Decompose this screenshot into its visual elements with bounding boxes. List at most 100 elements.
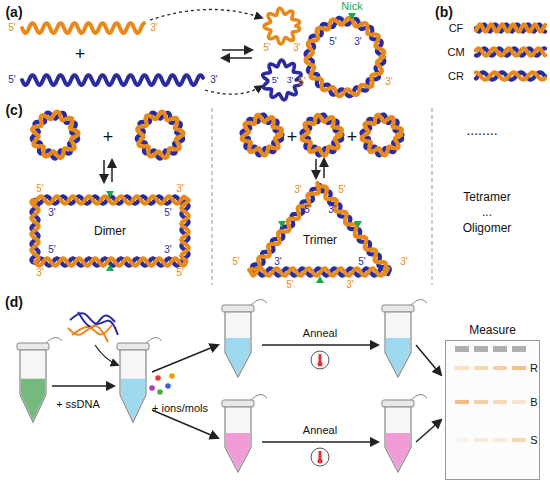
dna-strand [476,72,545,79]
step-label: Anneal [303,328,337,339]
molecule-dot [155,375,161,381]
strand-end-label: 3' [274,257,281,267]
plus-sign: + [347,128,358,146]
strand-end-label: 3' [48,208,55,218]
transition-arrow [205,86,262,94]
band-label: S [530,435,537,446]
strand-end-label: 5' [8,75,15,85]
panel-letter: (a) [5,5,22,19]
molecule-dot [157,389,163,395]
strand-end-label: 5' [8,23,15,33]
gel-panel: Measure [445,340,540,480]
strand-end-label: 5' [286,280,293,290]
dna-strand [31,196,188,265]
strand-end-label: 3' [328,205,335,215]
step-label: + ions/mols [152,403,208,414]
assembly-name: Tetramer [463,191,510,203]
strand-end-label: 5' [298,77,305,87]
strand-end-label: 3' [293,43,300,53]
transition-arrow [150,9,262,20]
panel-letter: (c) [5,103,22,117]
dna-strand [302,114,343,155]
band-label: B [530,397,537,408]
helix-type: CM [447,47,464,58]
strand-end-label: 3' [164,245,171,255]
dna-strand [476,24,545,31]
dna-strand [476,24,545,31]
strand-end-label: 5' [263,43,270,53]
arrow [152,345,218,372]
dna-strand [362,115,402,155]
dna-strand [242,115,282,155]
assembly-name: Dimer [94,225,126,237]
plus-sign: + [287,128,298,146]
arrow [315,159,317,178]
plus-sign: + [103,128,114,146]
strand-end-label: 5' [304,205,311,215]
test-tube [382,299,427,377]
nick-label: Nick [341,1,362,12]
helix-type: CF [449,23,464,34]
test-tube [222,299,267,377]
nick-marker [278,221,286,228]
nick-marker [348,13,356,20]
dna-strand [32,112,78,158]
nick-marker [354,221,362,228]
arrow [111,160,113,182]
strand-end-label: 3' [210,75,217,85]
strand-end-label: 5' [272,76,279,85]
strand-end-label: 3' [346,280,353,290]
strand-end-label: 3' [294,185,301,195]
arrow [416,345,441,375]
panel-divider [432,108,433,285]
strand-end-label: 5' [48,245,55,255]
dna-strand [476,48,545,55]
strand-end-label: 3' [176,184,183,194]
panel-divider [212,108,213,285]
strand-end-label: 5' [329,37,336,47]
arrow [52,385,114,387]
arrow [222,49,252,51]
dna-strand [252,185,390,276]
molecule-dot [169,373,175,379]
thermometer-icon [311,351,329,369]
nick-marker [106,191,114,198]
dna-strand [263,60,302,100]
molecule-dot [165,383,171,389]
arrow [152,410,218,438]
dna-strand [476,48,545,55]
strand-end-label: 5' [338,185,345,195]
dna-strand [22,23,144,33]
arrow [416,420,441,442]
strand-end-label: 3' [150,23,157,33]
helix-type: CR [448,71,464,82]
dna-strand [242,114,283,155]
strand-end-label: 5' [164,208,171,218]
panel-letter: (b) [435,5,453,19]
ssdna-coil [78,312,115,327]
test-tube [382,394,427,472]
test-tube [222,394,267,472]
plus-sign: + [75,45,86,63]
molecule-dot [149,385,155,391]
thermometer-icon [311,448,329,466]
ellipsis: ... [482,206,492,218]
strand-end-label: 3' [36,268,43,278]
dna-strand [137,112,183,158]
dna-strand [31,196,188,265]
dna-strand [306,18,385,96]
strand-end-label: 3' [385,77,392,87]
arrow [222,57,252,59]
dna-strand [264,8,300,44]
arrow [262,441,378,443]
dna-strand [302,115,342,155]
arrow [262,344,378,346]
strand-end-label: 5' [36,184,43,194]
step-label: + ssDNA [56,399,100,410]
assembly-name: Oligomer [463,222,512,234]
panel-letter: (d) [5,295,23,309]
strand-end-label: 5' [176,268,183,278]
dna-strand [249,183,388,276]
arrow [323,159,325,178]
